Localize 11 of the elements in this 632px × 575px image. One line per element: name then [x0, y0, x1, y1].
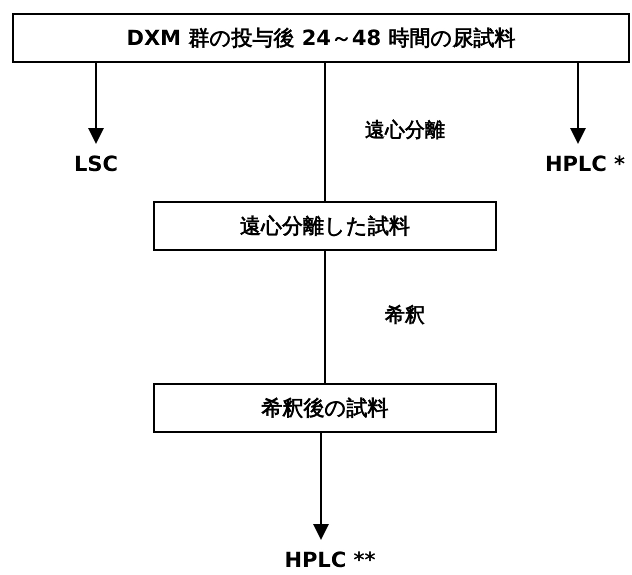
flow-box: 遠心分離した試料 [153, 201, 497, 251]
connector-line [324, 63, 326, 201]
result-label: HPLC * [540, 148, 630, 180]
arrow [570, 63, 586, 144]
connector-line [324, 251, 326, 383]
flow-box: DXM 群の投与後 24～48 時間の尿試料 [12, 13, 630, 63]
arrow [88, 63, 104, 144]
result-label: LSC [60, 148, 132, 180]
result-label: HPLC ** [280, 544, 380, 575]
flow-box: 希釈後の試料 [153, 383, 497, 433]
arrow [313, 433, 329, 540]
